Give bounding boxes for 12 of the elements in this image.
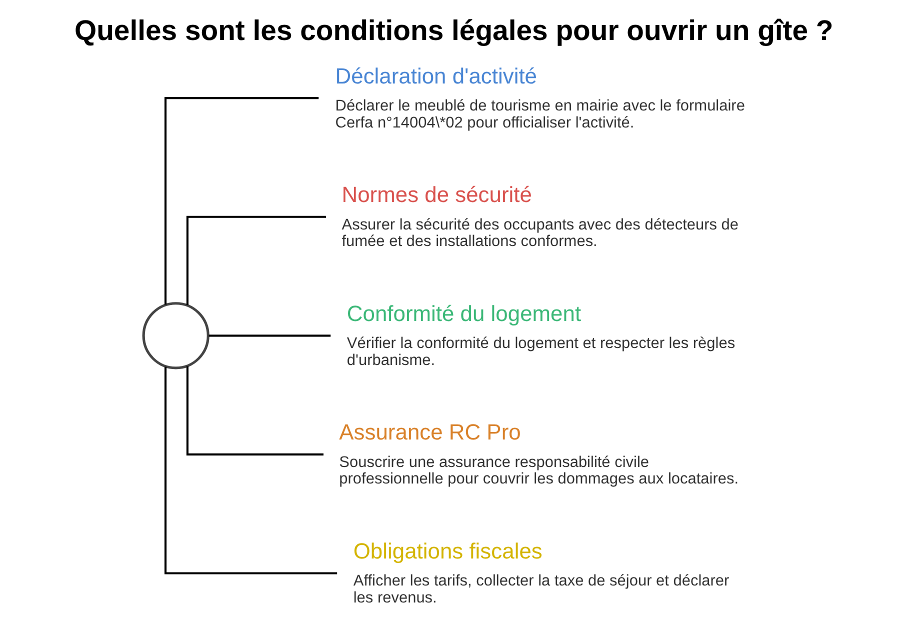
node-text: Normes de sécurité Assurer la sécurité des occupants avec des détecteurs de fumée et des installations conformes. bbox=[341, 182, 738, 250]
node-text: Conformité du logement Vérifier la conformité du logement et respecter les règles d'urbanisme. bbox=[346, 300, 735, 369]
diagram-title: Quelles sont les conditions légales pour ouvrir un gîte ? bbox=[74, 15, 833, 48]
connector bbox=[164, 366, 337, 574]
node-text: Obligations fiscales Afficher les tarifs, collecter la taxe de séjour et déclarer les revenus. bbox=[352, 538, 729, 606]
connector bbox=[186, 216, 326, 306]
connector bbox=[164, 97, 318, 305]
node-text: Déclaration d'activité Déclarer le meublé de tourisme en mairie avec le formulaire Cerfa n°14004\*02 pour officialiser l'activité. bbox=[334, 63, 744, 132]
connector bbox=[186, 366, 323, 456]
node-circle bbox=[142, 302, 209, 370]
connector bbox=[208, 334, 330, 337]
node-text: Assurance RC Pro Souscrire une assurance responsabilité civile professionnelle pour couvrir les dommages aux locataires. bbox=[338, 420, 738, 488]
